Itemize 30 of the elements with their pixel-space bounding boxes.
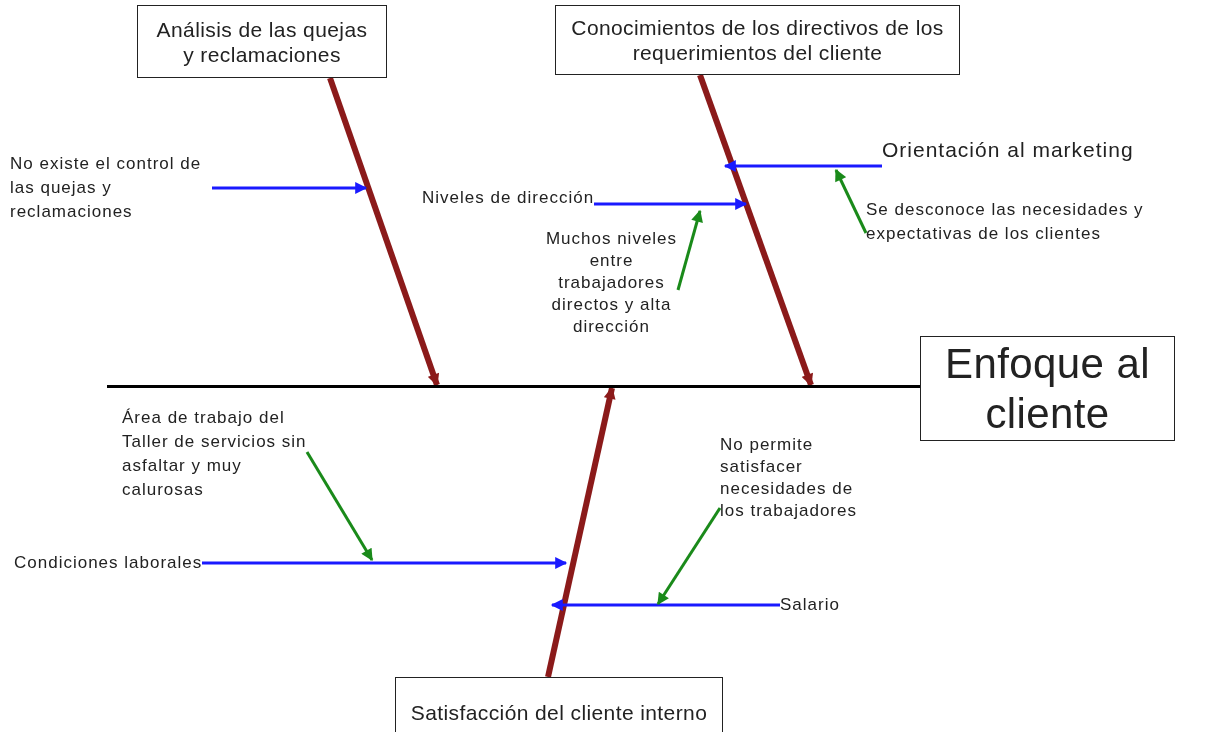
category-box bbox=[555, 5, 960, 75]
arrow bbox=[550, 599, 780, 611]
arrow bbox=[834, 168, 868, 234]
arrow bbox=[212, 182, 368, 194]
arrow bbox=[676, 209, 703, 291]
category-box bbox=[920, 336, 1175, 441]
cause-label: Condiciones laborales bbox=[14, 551, 203, 575]
bone-arrow bbox=[545, 386, 616, 678]
arrow bbox=[723, 160, 882, 172]
cause-label: Se desconoce las necesidades y expectativas de los clientes bbox=[866, 198, 1166, 246]
arrow bbox=[594, 198, 748, 210]
category-box bbox=[137, 5, 387, 78]
cause-label: Salario bbox=[780, 593, 840, 617]
bone-arrow bbox=[327, 77, 440, 387]
category-title: Conocimientos de los directivos de los requerimientos del cliente bbox=[570, 15, 945, 65]
category-title: Satisfacción del cliente interno bbox=[410, 699, 708, 725]
arrow bbox=[656, 507, 722, 605]
category-box bbox=[395, 677, 723, 732]
cause-label: Área de trabajo del Taller de servicios sin asfaltar y muy calurosas bbox=[122, 406, 307, 502]
cause-label: No permite satisfacer necesidades de los trabajadores bbox=[720, 434, 860, 522]
bone-arrow bbox=[697, 74, 814, 387]
cause-label: Niveles de dirección bbox=[422, 186, 595, 210]
arrow bbox=[202, 557, 568, 569]
arrow bbox=[305, 451, 374, 562]
spine-line bbox=[107, 385, 920, 388]
cause-label: No existe el control de las quejas y reclamaciones bbox=[10, 152, 212, 224]
cause-label: Muchos niveles entre trabajadores directos y alta dirección bbox=[545, 228, 678, 338]
effect-title: Enfoque al cliente bbox=[944, 338, 1151, 439]
cause-label: Orientación al marketing bbox=[882, 138, 1134, 162]
category-title: Análisis de las quejas y reclamaciones bbox=[155, 16, 369, 67]
